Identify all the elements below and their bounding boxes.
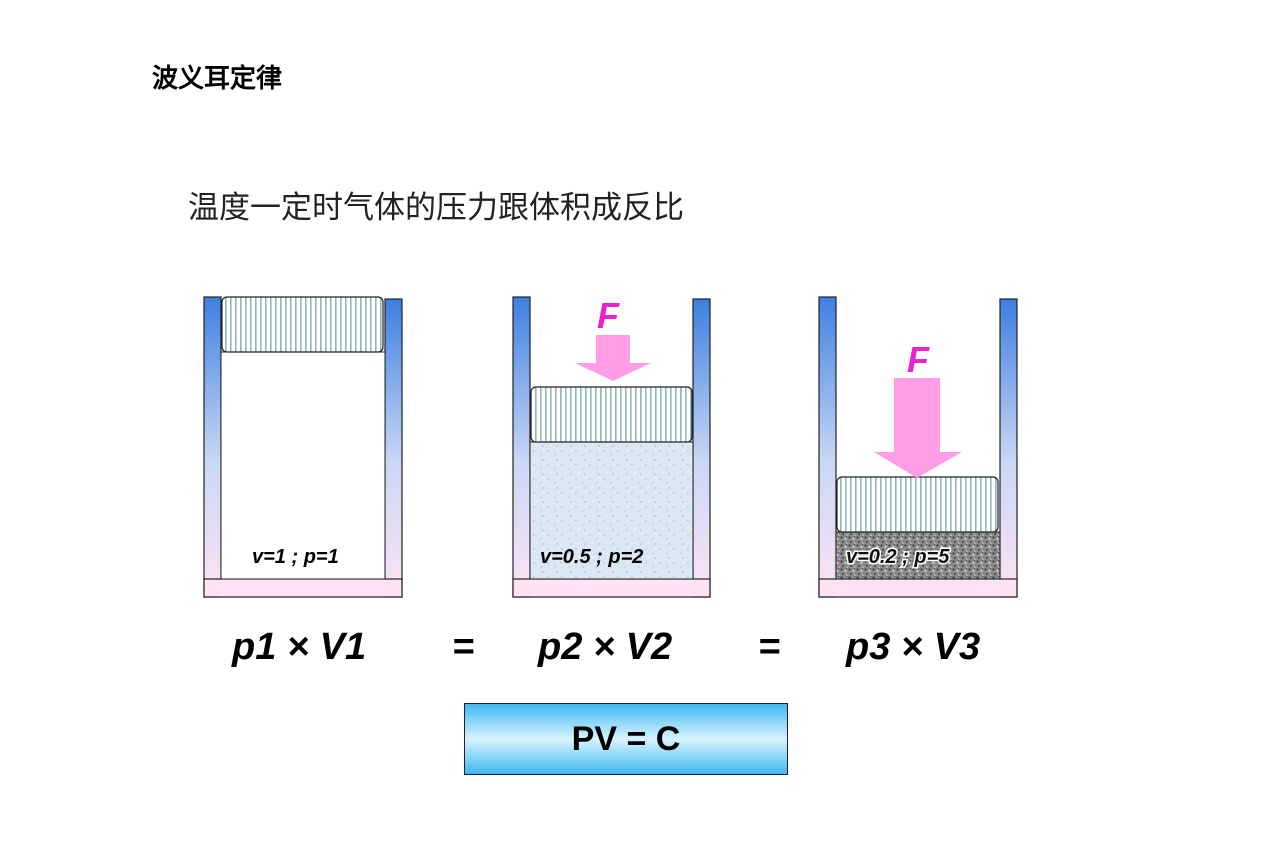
cylinder-1-bottom — [203, 578, 403, 598]
cylinder-2-left-wall — [512, 296, 531, 598]
cylinder-3-left-wall — [818, 296, 837, 598]
cylinder-3-force-arrow — [874, 378, 962, 478]
cylinder-1-chamber — [220, 351, 386, 580]
cylinder-2-gas — [529, 441, 694, 580]
cylinder-2: F v=0.5 ; p=2 — [512, 295, 711, 598]
formula-box: PV = C — [464, 703, 788, 775]
cylinder-2-piston — [530, 386, 693, 443]
cylinder-2-force-arrow — [575, 335, 651, 381]
cylinder-2-force-label: F — [597, 295, 620, 336]
cylinder-3-force-label: F — [907, 339, 930, 380]
cylinder-3-label: v=0.2 ; p=5 — [846, 546, 950, 568]
cylinder-1-left-wall — [203, 296, 222, 598]
cylinder-2-bottom — [512, 578, 711, 598]
cylinder-2-label: v=0.5 ; p=2 — [540, 546, 643, 568]
cylinder-1: v=1 ; p=1 — [203, 296, 403, 598]
cylinder-1-right-wall — [384, 298, 403, 598]
formula-text: PV = C — [571, 719, 681, 758]
cylinder-2-right-wall — [692, 298, 711, 598]
cylinder-3-right-wall — [999, 298, 1018, 598]
equation-term-2: p2 × V2 — [538, 626, 673, 668]
cylinder-3-bottom — [818, 578, 1018, 598]
equation-equals-1: = — [452, 626, 475, 668]
subtitle: 温度一定时气体的压力跟体积成反比 — [188, 190, 684, 226]
page-title: 波义耳定律 — [152, 64, 283, 94]
cylinder-1-piston — [221, 296, 384, 353]
cylinder-3-gas — [835, 531, 1001, 580]
cylinder-3: F v=0.2 ; p=5 — [818, 296, 1018, 598]
equation-term-1: p1 × V1 — [232, 626, 367, 668]
equation-equals-2: = — [758, 626, 781, 668]
cylinder-1-label: v=1 ; p=1 — [252, 546, 339, 568]
equation-term-3: p3 × V3 — [846, 626, 981, 668]
cylinder-3-piston — [836, 476, 999, 533]
